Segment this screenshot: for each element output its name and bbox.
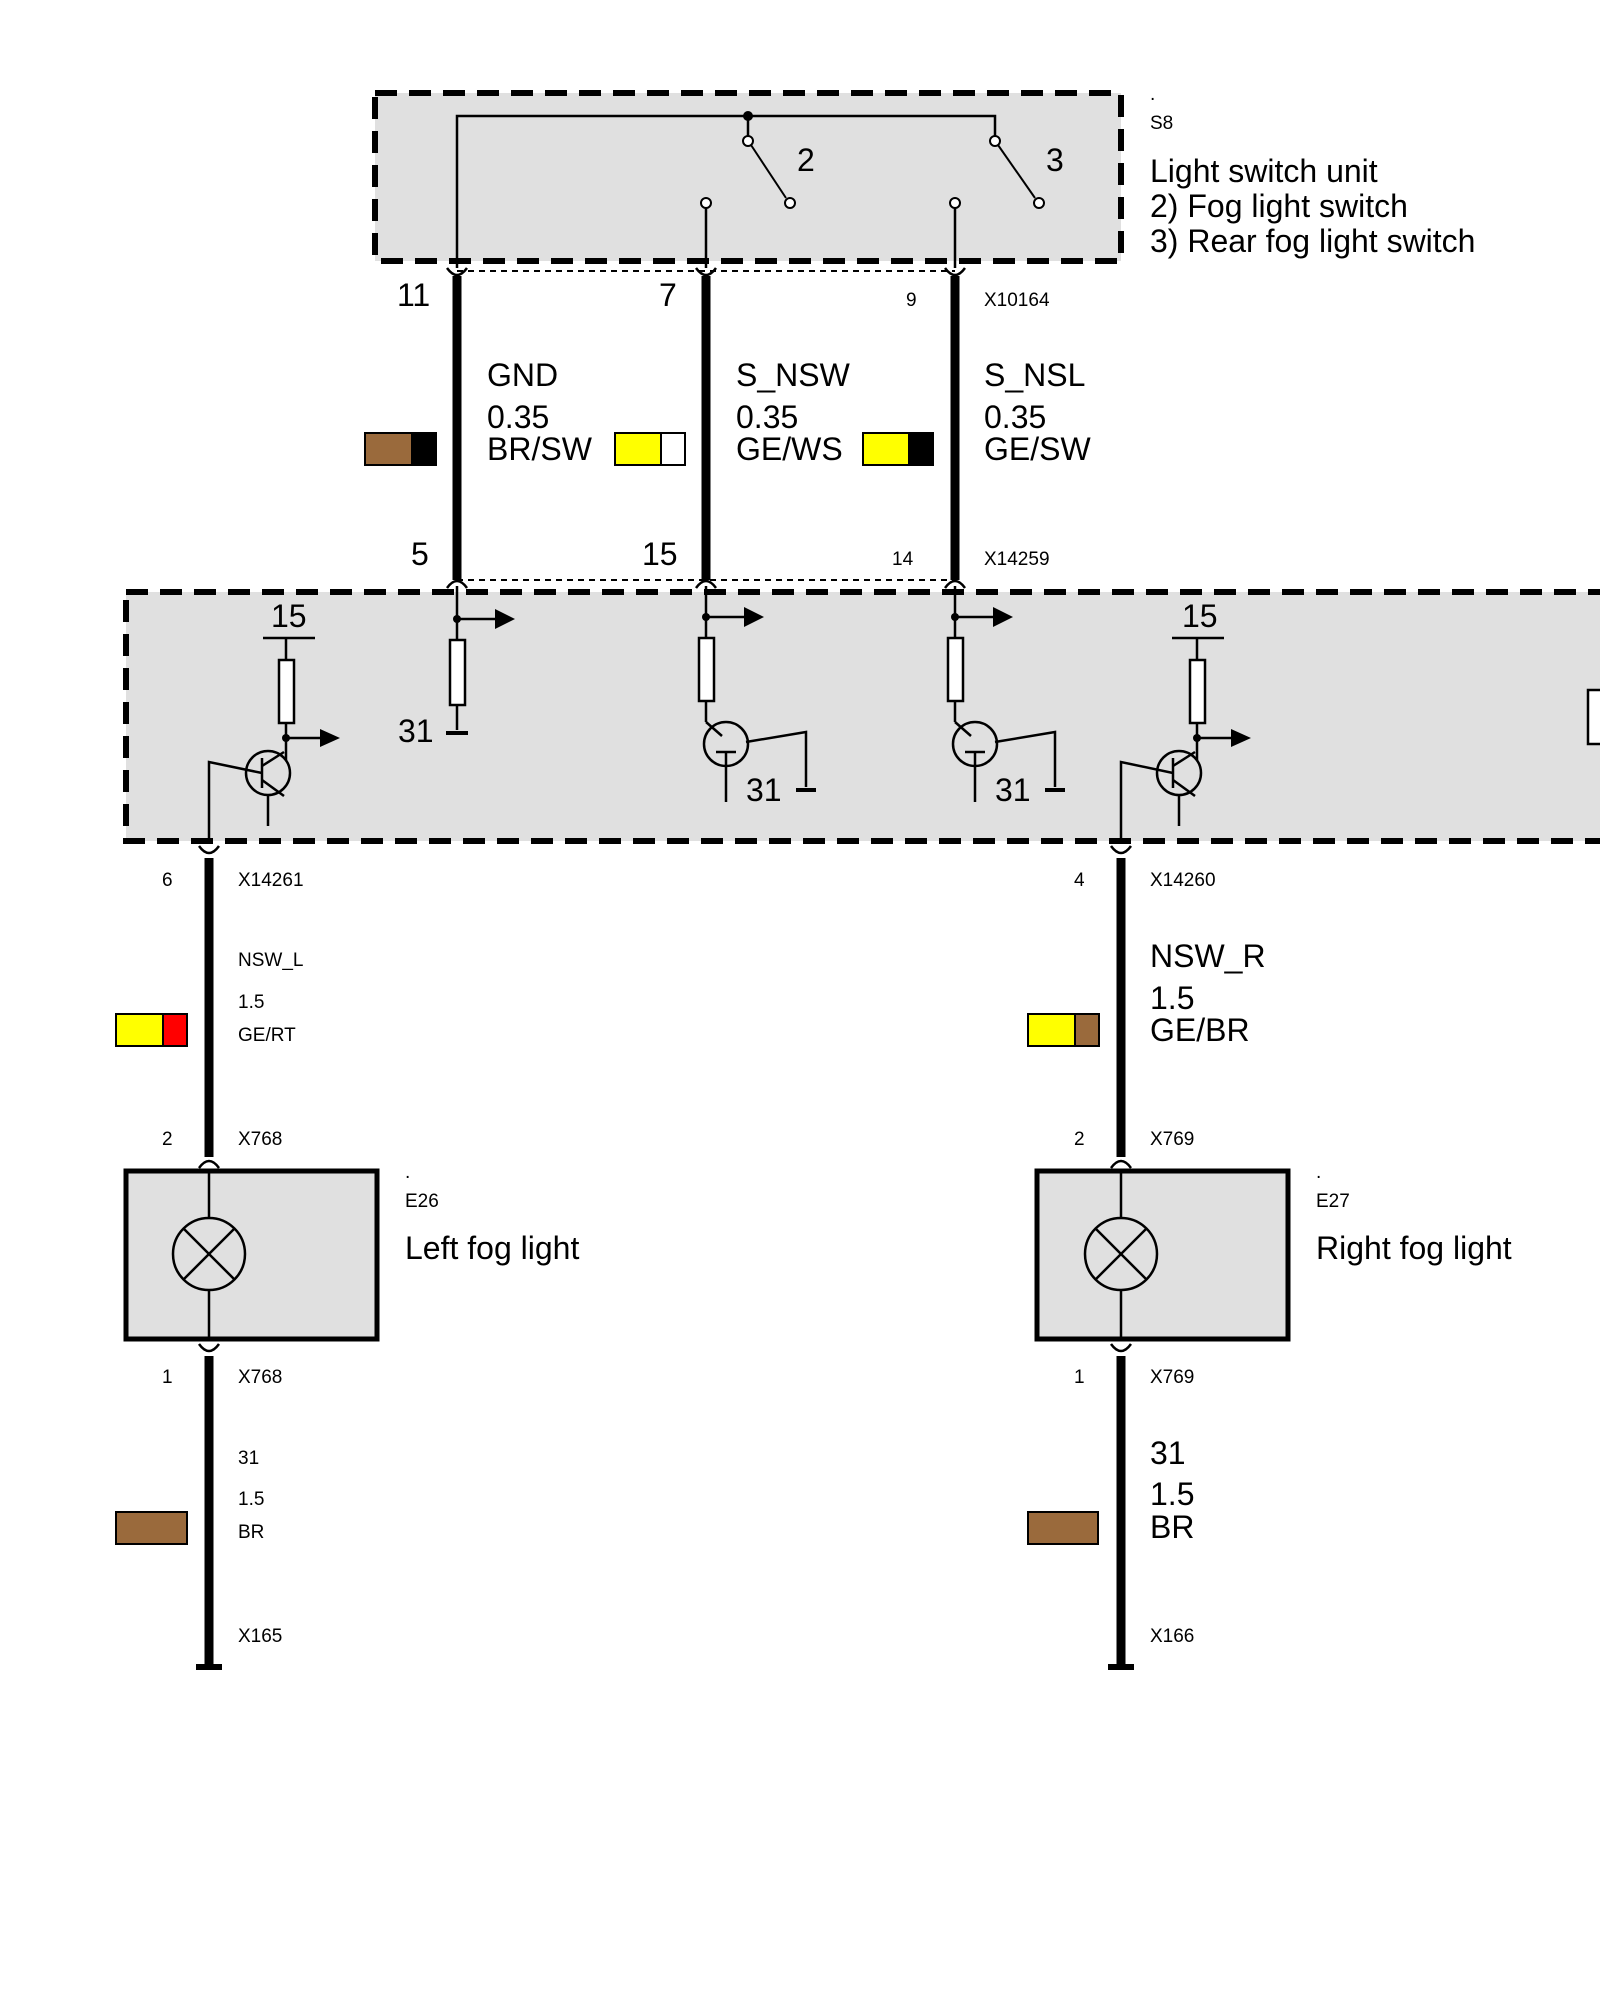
- right-lamp-connector-top: X769: [1150, 1129, 1194, 1150]
- wire-s-nsl-size: 0.35: [984, 399, 1046, 435]
- right-output-stage: 15: [1119, 598, 1251, 841]
- right-lamp-pin-bottom: 1: [1074, 1367, 1085, 1388]
- right-gnd-color-swatch: [1027, 1511, 1099, 1545]
- left-lamp-ref: E26: [405, 1191, 439, 1212]
- module-edge-component: [1586, 688, 1600, 746]
- right-fog-light-branch: 4 X14260 NSW_R 1.5 GE/BR 2 X769 . E27 Ri…: [1027, 845, 1512, 1670]
- left-lamp-pin-top: 2: [162, 1129, 173, 1150]
- module-ground-2: 31: [746, 772, 782, 808]
- upper-pin-9: 9: [906, 290, 917, 311]
- right-gnd-color-code: BR: [1150, 1509, 1194, 1545]
- right-out-connector: X14260: [1150, 870, 1216, 891]
- switch-unit-item-3: 3) Rear fog light switch: [1150, 223, 1475, 259]
- right-lamp-ref: E27: [1316, 1191, 1350, 1212]
- left-wire-signal: NSW_L: [238, 950, 303, 971]
- right-wire-signal: NSW_R: [1150, 938, 1266, 974]
- left-fog-light-box: [123, 1168, 380, 1342]
- right-lamp-marker: .: [1316, 1162, 1321, 1183]
- wire-s-nsl-color-code: GE/SW: [984, 431, 1091, 467]
- switch-unit-marker: .: [1150, 84, 1155, 105]
- wire-gnd-color-code: BR/SW: [487, 431, 593, 467]
- s-nsw-input-stage: 31: [697, 586, 816, 808]
- switch-3-label: 3: [1046, 142, 1064, 178]
- right-wire-size: 1.5: [1150, 980, 1194, 1016]
- switch-unit-item-2: 2) Fog light switch: [1150, 188, 1408, 224]
- right-fog-light-box: [1034, 1168, 1291, 1342]
- module-ground-1: 31: [398, 713, 434, 749]
- wire-gnd-color-swatch: [364, 432, 437, 466]
- wire-gnd-size: 0.35: [487, 399, 549, 435]
- right-wire-color-code: GE/BR: [1150, 1012, 1250, 1048]
- module-supply-left: 15: [271, 598, 307, 634]
- wire-s-nsw-size: 0.35: [736, 399, 798, 435]
- lower-pin-14: 14: [892, 549, 914, 570]
- rear-fog-light-switch-symbol: [949, 135, 1045, 268]
- lower-pin-5: 5: [411, 536, 429, 572]
- right-gnd-size: 1.5: [1150, 1476, 1194, 1512]
- left-out-pin: 6: [162, 870, 173, 891]
- left-gnd-signal: 31: [238, 1448, 259, 1469]
- wire-s-nsw-color-swatch: [614, 432, 686, 466]
- left-lamp-connector-bottom: X768: [238, 1367, 282, 1388]
- wire-s-nsw-color-code: GE/WS: [736, 431, 843, 467]
- left-gnd-color-swatch: [115, 1511, 188, 1545]
- gnd-input-stage: 31: [398, 586, 515, 749]
- switch-common-line: [455, 114, 997, 268]
- right-gnd-signal: 31: [1150, 1435, 1186, 1471]
- upper-wire-harness: 11 7 9 X10164 GND 0.35 BR/SW S_NSW 0.35 …: [364, 267, 1091, 589]
- module-supply-right: 15: [1182, 598, 1218, 634]
- left-wire-color-code: GE/RT: [238, 1025, 296, 1046]
- wire-gnd-signal: GND: [487, 357, 558, 393]
- s-nsl-input-stage: 31: [946, 586, 1065, 808]
- wire-s-nsl-color-swatch: [862, 432, 934, 466]
- left-lamp-icon: [171, 1216, 247, 1292]
- right-lamp-connector-bottom: X769: [1150, 1367, 1194, 1388]
- left-gnd-color-code: BR: [238, 1522, 264, 1543]
- left-lamp-connector-top: X768: [238, 1129, 282, 1150]
- right-lamp-name: Right fog light: [1316, 1230, 1512, 1266]
- wire-s-nsl-signal: S_NSL: [984, 357, 1085, 393]
- left-lamp-name: Left fog light: [405, 1230, 579, 1266]
- lower-connector-id: X14259: [984, 549, 1050, 570]
- wire-s-nsw-signal: S_NSW: [736, 357, 851, 393]
- fog-light-switch-symbol: [700, 135, 796, 268]
- right-ground-point: X166: [1150, 1626, 1194, 1647]
- module-ground-3: 31: [995, 772, 1031, 808]
- left-wire-size: 1.5: [238, 992, 264, 1013]
- left-out-connector: X14261: [238, 870, 304, 891]
- lower-pin-15: 15: [642, 536, 678, 572]
- left-ground-point: X165: [238, 1626, 282, 1647]
- left-fog-light-branch: 6 X14261 NSW_L 1.5 GE/RT 2 X768 . E26 Le…: [115, 845, 579, 1670]
- left-wire-color-swatch: [115, 1013, 188, 1047]
- control-module-box: [123, 589, 1600, 844]
- right-wire-color-swatch: [1027, 1013, 1100, 1047]
- switch-unit-ref: S8: [1150, 113, 1173, 134]
- left-output-stage: 15: [207, 598, 340, 841]
- left-lamp-pin-bottom: 1: [162, 1367, 173, 1388]
- control-module: 15 31 31: [123, 586, 1600, 844]
- right-out-pin: 4: [1074, 870, 1085, 891]
- light-switch-unit: 2 3 . S8 Light switch unit 2) Fog light …: [372, 84, 1475, 268]
- left-gnd-size: 1.5: [238, 1489, 264, 1510]
- right-lamp-pin-top: 2: [1074, 1129, 1085, 1150]
- switch-2-label: 2: [797, 142, 815, 178]
- upper-pin-11: 11: [397, 277, 430, 313]
- switch-junction-dot: [743, 111, 753, 121]
- upper-pin-7: 7: [659, 277, 677, 313]
- upper-connector-id: X10164: [984, 290, 1050, 311]
- right-lamp-icon: [1083, 1216, 1159, 1292]
- left-lamp-marker: .: [405, 1162, 410, 1183]
- switch-unit-title: Light switch unit: [1150, 153, 1378, 189]
